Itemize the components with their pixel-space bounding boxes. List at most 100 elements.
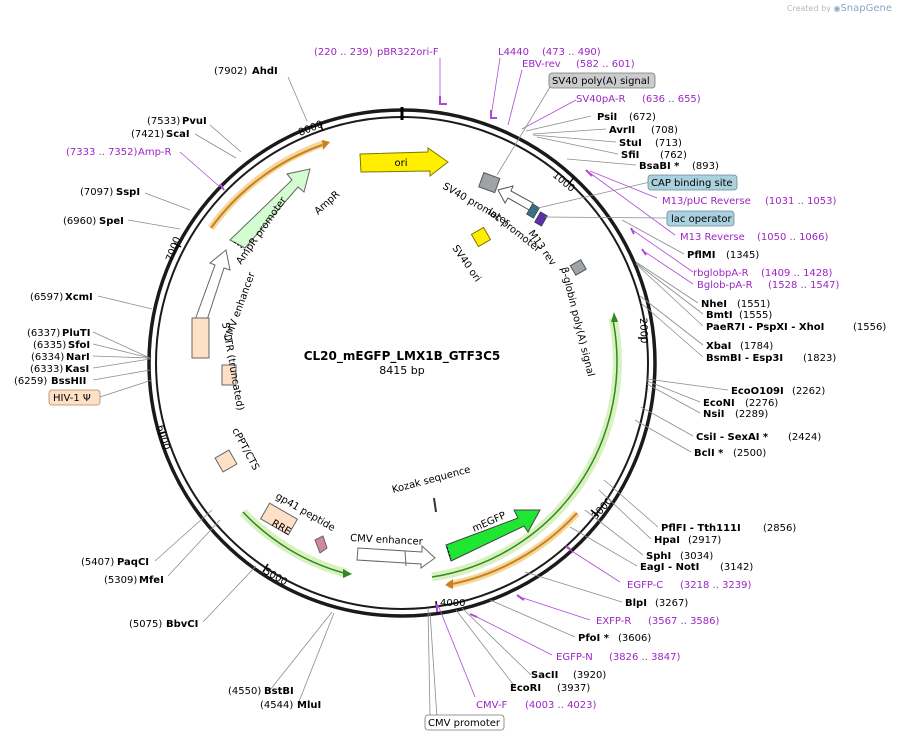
ecoo109i-pos: (2262) — [792, 386, 825, 397]
egfpc-pos: (3218 .. 3239) — [680, 580, 752, 591]
enzyme-label-kasi: (6333) KasI — [30, 364, 89, 375]
bsshii-name: BssHII — [51, 376, 86, 387]
tick-6000: 6000 — [154, 424, 171, 451]
sphi-name: SphI — [646, 551, 671, 562]
ampr-primer-pos: (7333 .. 7352) — [66, 147, 138, 158]
enzyme-label-avrii: AvrII (708) — [609, 125, 678, 136]
bglobin-label: β-globin poly(A) signal — [558, 266, 596, 378]
enzyme-label-sfii: SfiI (762) — [621, 150, 687, 161]
spei-pos: (6960) — [63, 216, 96, 227]
tick-8000: 8000 — [297, 119, 325, 139]
bglobin-green-line — [431, 319, 618, 578]
bglob-name: Bglob-pA-R — [697, 280, 753, 291]
scai-pos: (7421) — [131, 129, 164, 140]
nari-pos: (6334) — [31, 352, 64, 363]
enzyme-label-hpai: HpaI (2917) — [654, 535, 721, 546]
sfii-name: SfiI — [621, 150, 639, 161]
pflmi-pos: (1345) — [726, 250, 759, 261]
bstbi-pos: (4550) — [228, 686, 261, 697]
enzyme-label-pfoi: PfoI * (3606) — [578, 633, 651, 644]
sfoi-pos: (6335) — [33, 340, 66, 351]
ori-arrow — [359, 147, 449, 178]
credit-prefix: Created by — [786, 4, 831, 13]
bmti-pos: (1555) — [739, 310, 772, 321]
sphi-pos: (3034) — [680, 551, 713, 562]
nari-name: NarI — [66, 352, 90, 363]
scale-ticks — [157, 122, 647, 612]
ecoo109i-name: EcoO109I — [731, 386, 784, 397]
bcli-pos: (2500) — [733, 448, 766, 459]
enzyme-label-spei: (6960) SpeI — [63, 216, 124, 227]
pvui-name: PvuI — [182, 116, 207, 127]
sv40pa-name: SV40pA-R — [576, 94, 625, 105]
bcli-name: BclI * — [694, 448, 724, 459]
sspi-pos: (7097) — [80, 187, 113, 198]
primer-label-egfpc: EGFP-C (3218 .. 3239) — [627, 580, 752, 591]
enzyme-label-eagi: EagI - NotI (3142) — [640, 562, 753, 573]
exfp-pos: (3567 .. 3586) — [648, 616, 720, 627]
enzyme-label-pluti: (6337) PluTI — [27, 328, 90, 339]
ebv-name: EBV-rev — [522, 59, 561, 70]
lac-op-label: lac operator — [671, 214, 732, 225]
enzyme-label-stui: StuI (713) — [619, 138, 682, 149]
sv40-polya-leader — [496, 86, 551, 176]
kasi-name: KasI — [65, 364, 89, 375]
tick-5000: 5000 — [262, 566, 290, 588]
scai-name: ScaI — [166, 129, 190, 140]
cmv-promoter-leader — [427, 607, 431, 716]
env-green-arrowhead — [343, 569, 352, 578]
sfii-pos: (762) — [660, 150, 687, 161]
cap-leader — [537, 181, 651, 209]
ampr-label: AmpR — [313, 189, 343, 217]
enzyme-label-sfoi: (6335) SfoI — [33, 340, 90, 351]
primer-label-exfp: EXFP-R (3567 .. 3586) — [596, 616, 720, 627]
avrii-pos: (708) — [651, 125, 678, 136]
snapgene-logo-icon: ◉ — [833, 4, 841, 13]
blpi-pos: (3267) — [655, 598, 688, 609]
stui-pos: (713) — [655, 138, 682, 149]
cmv-enhancer-left-arrow — [194, 249, 231, 324]
bsshii-pos: (6259) — [14, 376, 47, 387]
sfoi-name: SfoI — [68, 340, 90, 351]
nsii-pos: (2289) — [735, 409, 768, 420]
egfpn-pos: (3826 .. 3847) — [609, 652, 681, 663]
pbr-name: pBR322ori-F — [377, 47, 439, 58]
ori-label: ori — [394, 158, 407, 169]
enzyme-label-csii: CsiI - SexAI * (2424) — [696, 432, 821, 443]
enzyme-label-ahdi: (7902) AhdI — [214, 66, 278, 77]
l4440-name: L4440 — [498, 47, 529, 58]
sv40-polya-label: SV40 poly(A) signal — [552, 76, 650, 87]
mlui-pos: (4544) — [260, 700, 293, 711]
cmv-enhancer-bottom-label: CMV enhancer — [350, 533, 424, 548]
cmvf-pos: (4003 .. 4023) — [525, 700, 597, 711]
pfoi-pos: (3606) — [618, 633, 651, 644]
primer-label-m13rev: M13 Reverse (1050 .. 1066) — [680, 232, 829, 243]
hpai-name: HpaI — [654, 535, 680, 546]
bsmbi-name: BsmBI - Esp3I — [706, 353, 783, 364]
ecori-name: EcoRI — [510, 683, 541, 694]
bglob-pos: (1528 .. 1547) — [768, 280, 840, 291]
sspi-name: SspI — [116, 187, 140, 198]
xcmi-pos: (6597) — [30, 292, 63, 303]
primer-label-ebv: EBV-rev (582 .. 601) — [522, 59, 635, 70]
megfp-arrow — [445, 509, 541, 562]
enzyme-leaders-right — [429, 115, 729, 719]
boxed-cmv-promoter: CMV promoter — [424, 714, 505, 731]
nhei-name: NheI — [701, 299, 727, 310]
pvui-pos: (7533) — [147, 116, 180, 127]
enzyme-label-pflfi: PflFI - Tth111I (2856) — [661, 523, 796, 534]
paqci-pos: (5407) — [81, 557, 114, 568]
primer-label-cmvf: CMV-F (4003 .. 4023) — [476, 700, 597, 711]
primer-label-l4440: L4440 (473 .. 490) — [498, 47, 601, 58]
primer-label-sv40pa: SV40pA-R (636 .. 655) — [576, 94, 701, 105]
primer-label-pbr322ori: (220 .. 239) pBR322ori-F — [314, 47, 439, 58]
boxed-lac-operator: lac operator — [666, 210, 735, 227]
enzyme-label-econi: EcoNI (2276) — [703, 398, 778, 409]
enzyme-label-mlui: (4544) MluI — [260, 700, 321, 711]
boxed-cap-site: CAP binding site — [647, 174, 738, 191]
ltr-box — [191, 317, 210, 359]
ampr-primer-name: Amp-R — [138, 147, 172, 158]
enzyme-label-bmti: BmtI (1555) — [706, 310, 772, 321]
sacii-name: SacII — [531, 670, 558, 681]
